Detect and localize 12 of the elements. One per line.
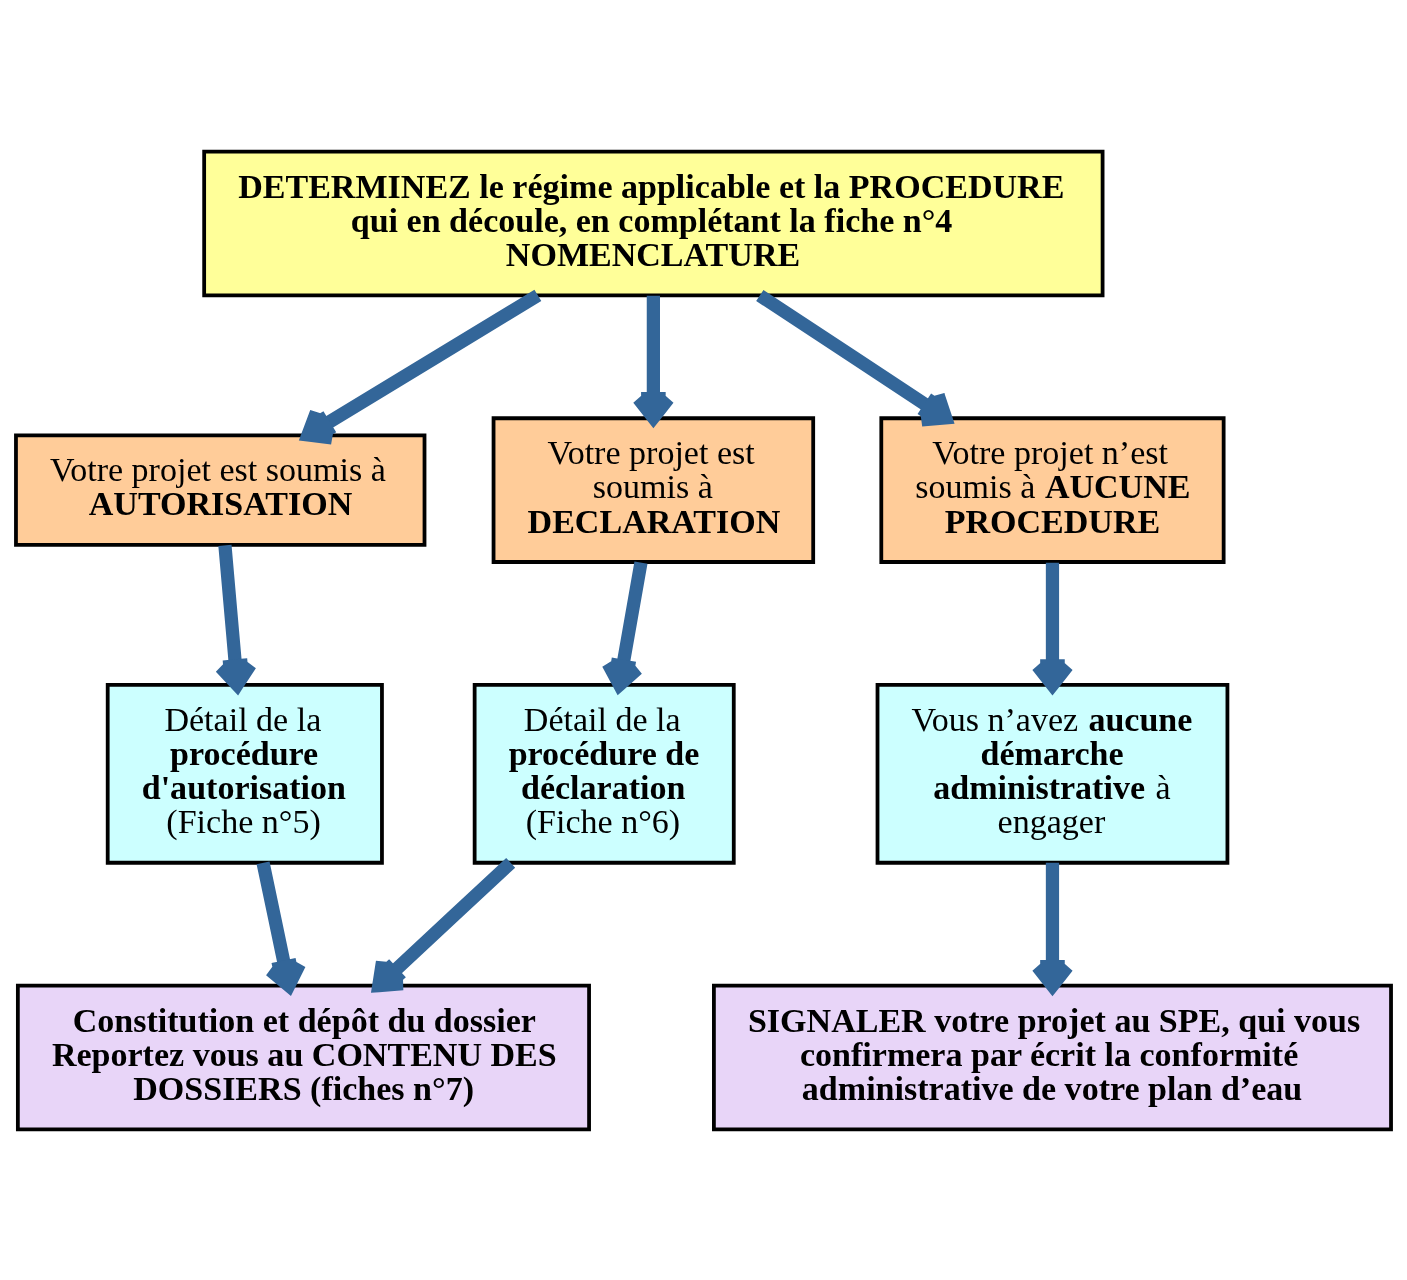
arrow xyxy=(756,289,953,426)
node-box: Constitution et dépôt du dossier Reportez vous au CONTENU DES DOSSIERS (fiches n°7) xyxy=(15,983,591,1131)
node-box: DETERMINEZ le régime applicable et la PROCEDURE qui en découle, en complétant la fiche n°4 NOMENCLATURE xyxy=(202,149,1105,297)
node-box: Votre projet est soumis à DECLARATION xyxy=(491,415,816,564)
node-box: SIGNALER votre projet au SPE, qui vous confirmera par écrit la conformité administrative de votre plan d’eau xyxy=(712,983,1393,1131)
node-box: Détail de la procédure d'autorisation (Fiche n°5) xyxy=(105,682,384,865)
arrow xyxy=(372,857,516,992)
arrow xyxy=(301,289,542,444)
node-box: Détail de la procédure de déclaration (Fiche n°6) xyxy=(472,682,736,865)
node-box: Vous n’avez aucune démarche administrative à engager xyxy=(875,682,1230,865)
node-box: Votre projet n’est soumis à AUCUNE PROCEDURE xyxy=(879,415,1226,564)
node-box: Votre projet est soumis à AUTORISATION xyxy=(14,432,427,547)
